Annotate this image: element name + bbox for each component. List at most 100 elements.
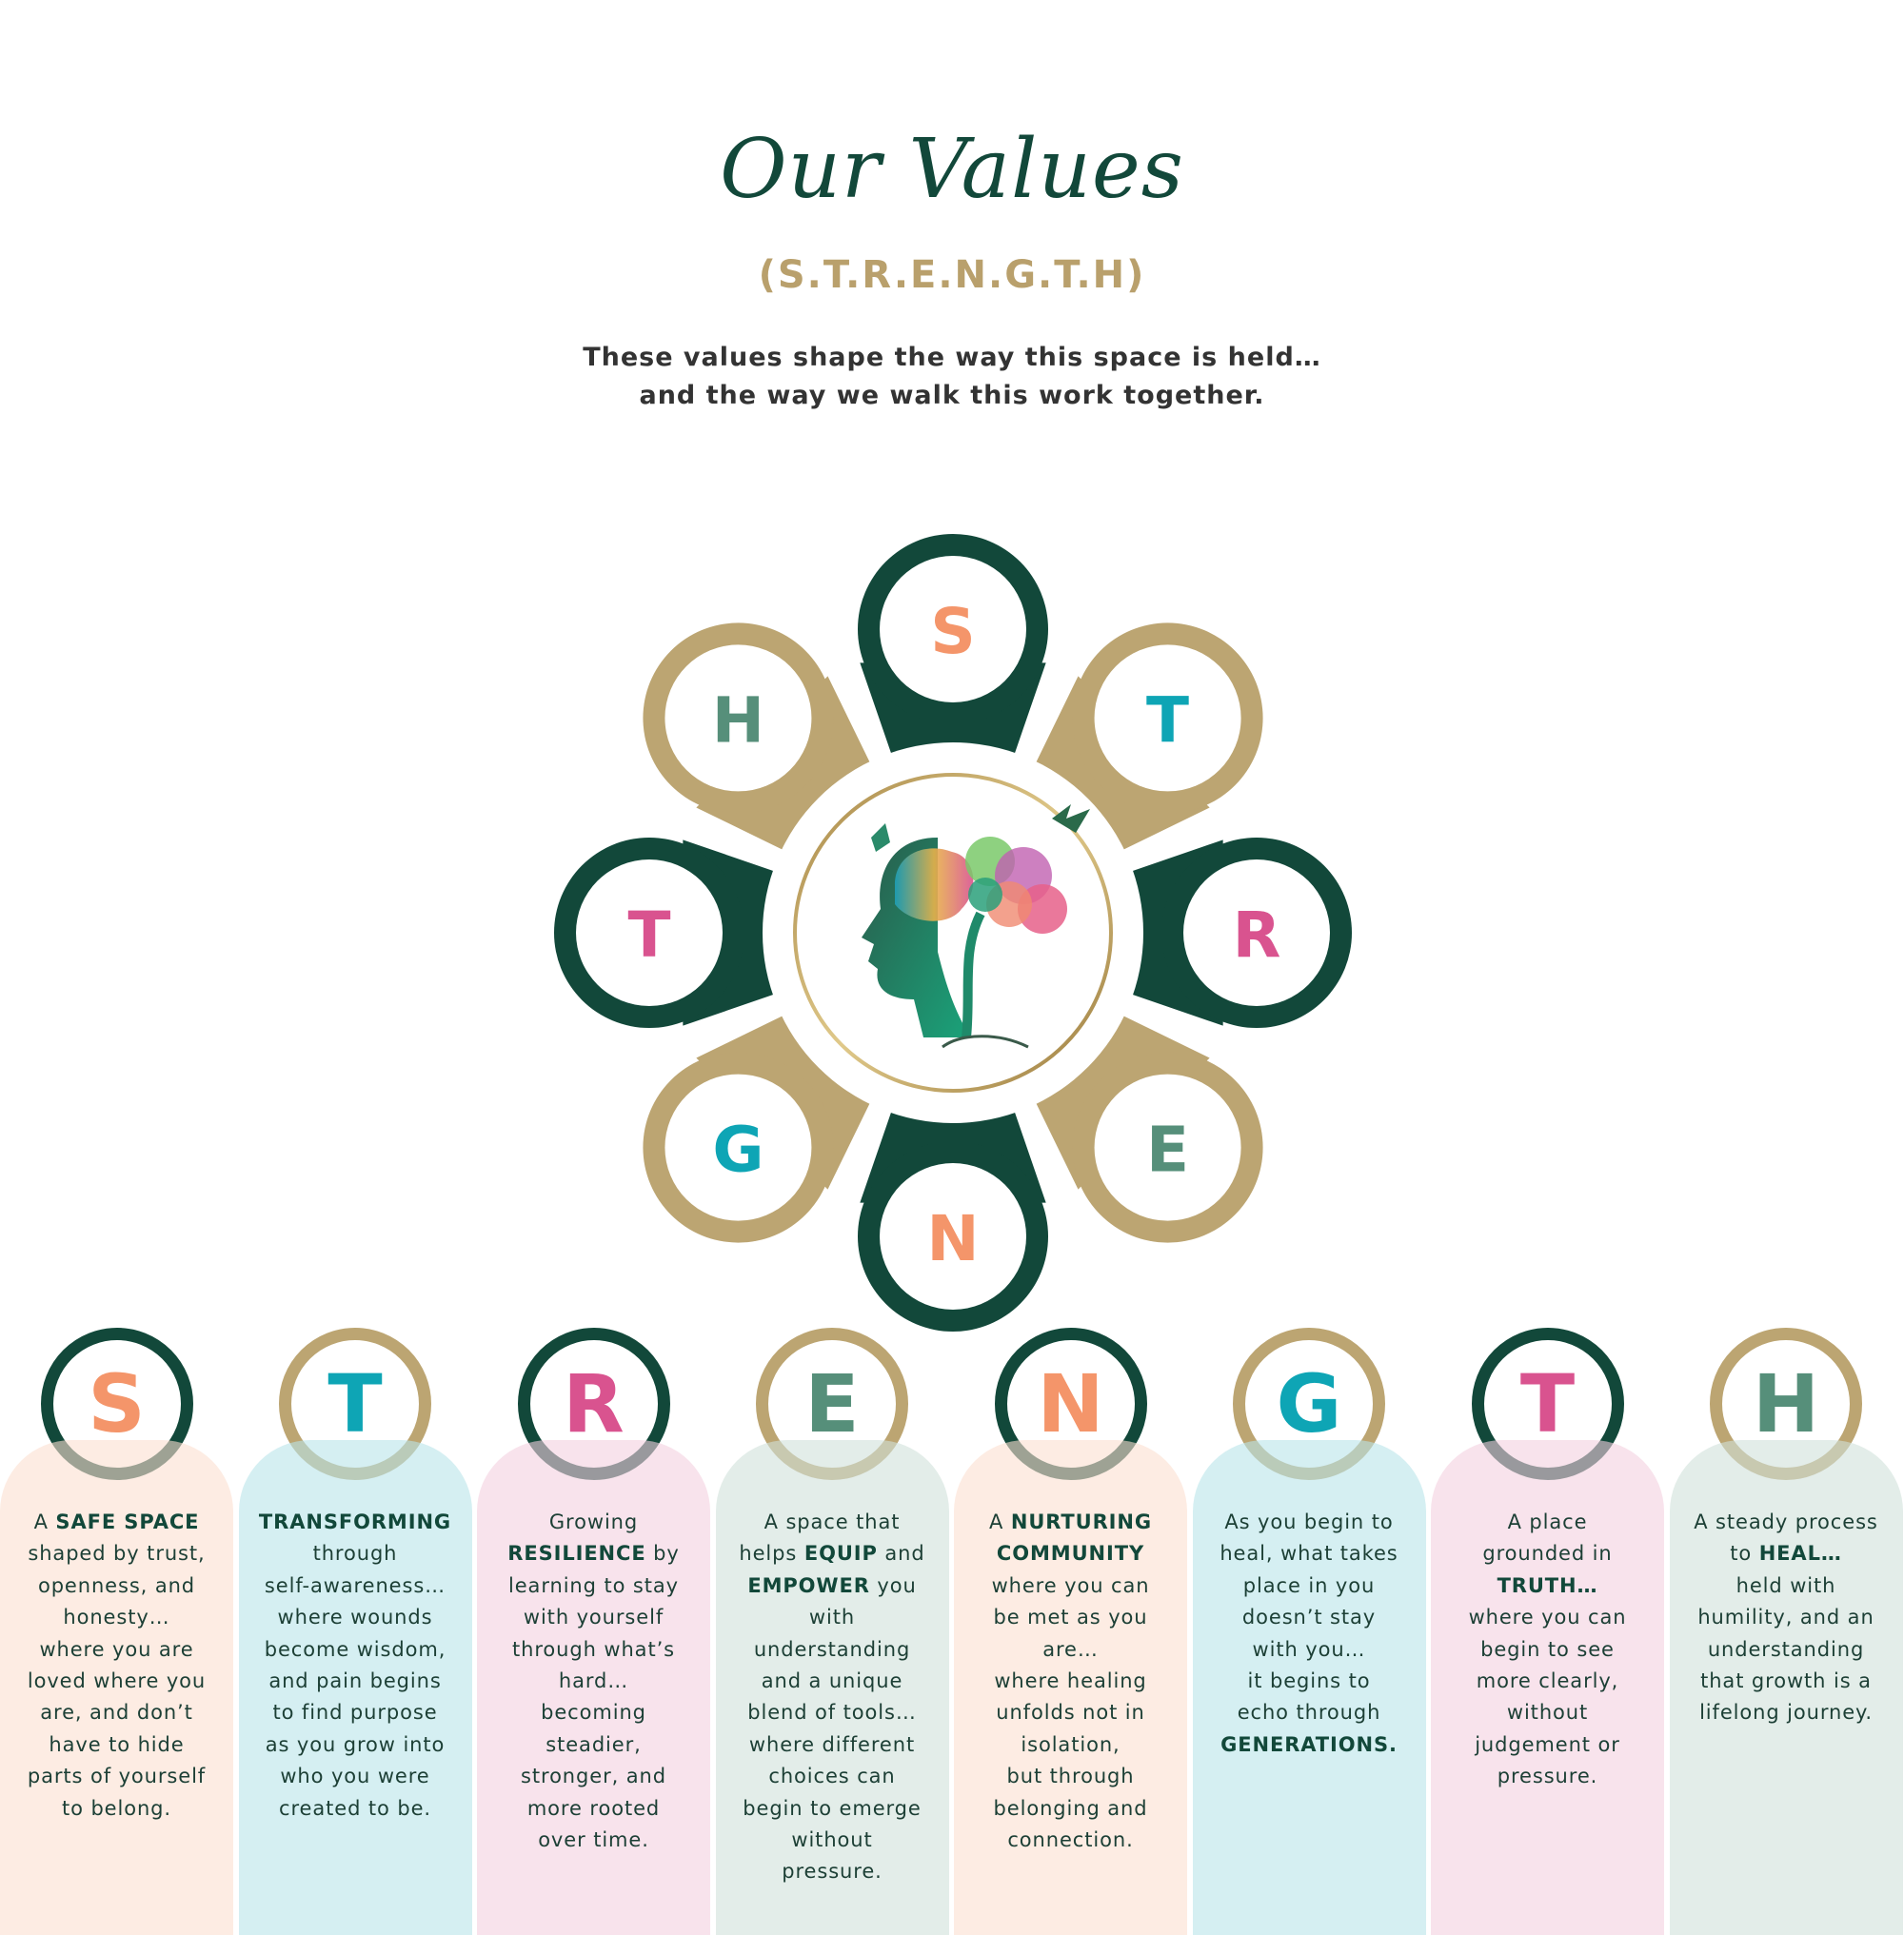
text-segment: and a unique	[761, 1669, 903, 1693]
card-text-line: but through	[954, 1761, 1187, 1792]
text-segment: begin to see	[1480, 1637, 1615, 1661]
card-text-line: where you can	[1431, 1602, 1664, 1633]
card-text-line: learning to stay	[477, 1570, 710, 1602]
text-segment: isolation,	[1021, 1732, 1121, 1756]
card-text-line: connection.	[954, 1825, 1187, 1856]
card-text-line: over time.	[477, 1825, 710, 1856]
card-text-line: and pain begins	[239, 1666, 472, 1697]
card-text-line: where you can	[954, 1570, 1187, 1602]
text-segment: connection.	[1007, 1828, 1134, 1852]
card-text-line: to HEAL…	[1670, 1538, 1903, 1570]
card-text-line: echo through	[1193, 1697, 1426, 1728]
text-segment: helps	[739, 1542, 804, 1566]
badge-letter: E	[804, 1357, 860, 1451]
text-segment: be met as you	[993, 1606, 1148, 1629]
card-text-line: and a unique	[716, 1666, 949, 1697]
text-segment: openness, and	[37, 1573, 196, 1597]
text-segment: A	[33, 1510, 56, 1533]
card-text-line: A place	[1431, 1507, 1664, 1538]
card-text-line: As you begin to	[1193, 1507, 1426, 1538]
card-text-line: that growth is a	[1670, 1666, 1903, 1697]
wheel-letter: E	[1146, 1114, 1189, 1187]
badge-letter: T	[327, 1357, 383, 1451]
wheel-letter: G	[712, 1114, 764, 1187]
card-text-line: GENERATIONS.	[1193, 1729, 1426, 1761]
card-text-line: hard…	[477, 1666, 710, 1697]
card-text-line: blend of tools…	[716, 1697, 949, 1728]
text-segment: to belong.	[61, 1796, 171, 1820]
text-segment: A	[989, 1510, 1011, 1533]
card-text-line: choices can	[716, 1761, 949, 1792]
text-segment: to	[1730, 1542, 1759, 1566]
wheel-letter: T	[1146, 683, 1189, 757]
card-text-line: where different	[716, 1729, 949, 1761]
text-segment: A space that	[764, 1510, 901, 1533]
text-segment: where different	[748, 1732, 916, 1756]
badge-letter: R	[563, 1357, 625, 1451]
card-text-line: it begins to	[1193, 1666, 1426, 1697]
card-text-line: without	[716, 1825, 949, 1856]
page-title: Our Values	[720, 122, 1184, 217]
badge-letter: T	[1519, 1357, 1576, 1451]
text-segment: loved where you	[27, 1669, 207, 1693]
text-segment: are…	[1042, 1637, 1099, 1661]
card-text-line: humility, and an	[1670, 1602, 1903, 1633]
wheel-letter: S	[930, 595, 976, 668]
card-text-line: helps EQUIP and	[716, 1538, 949, 1570]
card-text-line: pressure.	[716, 1856, 949, 1887]
card-text-line: heal, what takes	[1193, 1538, 1426, 1570]
value-keyword: TRANSFORMING	[258, 1510, 452, 1533]
value-card: A NURTURING COMMUNITY where you can be met …	[954, 1440, 1187, 1935]
card-text-line: with	[716, 1602, 949, 1633]
text-segment: stronger, and	[521, 1765, 666, 1788]
text-segment: with you…	[1252, 1637, 1366, 1661]
text-segment: lifelong journey.	[1699, 1701, 1873, 1725]
card-text-line: loved where you	[0, 1666, 233, 1697]
card-text-line: TRUTH…	[1431, 1570, 1664, 1602]
badge-letter: H	[1752, 1357, 1820, 1451]
card-text-line: honesty…	[0, 1602, 233, 1633]
card-text-line: created to be.	[239, 1793, 472, 1825]
text-segment: blend of tools…	[747, 1701, 917, 1725]
text-segment: self-awareness…	[264, 1573, 446, 1597]
text-segment: without	[1506, 1701, 1589, 1725]
card-text-line: A SAFE SPACE	[0, 1507, 233, 1538]
wheel-letter: H	[712, 683, 764, 757]
card-text-line: understanding	[716, 1634, 949, 1666]
card-text-line: A steady process	[1670, 1507, 1903, 1538]
wheel-petal-t: T	[554, 838, 953, 1028]
text-segment: over time.	[538, 1828, 649, 1852]
description-line: and the way we walk this work together.	[639, 381, 1265, 410]
text-segment: by	[645, 1542, 680, 1566]
text-segment: without	[791, 1828, 873, 1852]
wheel-center	[763, 742, 1143, 1123]
text-segment: hard…	[558, 1669, 629, 1693]
card-text-line: become wisdom,	[239, 1634, 472, 1666]
description-line: These values shape the way this space is…	[583, 343, 1321, 372]
card-text-line: with yourself	[477, 1602, 710, 1633]
value-keyword: COMMUNITY	[996, 1542, 1145, 1566]
text-segment: understanding	[753, 1637, 911, 1661]
value-keyword: RESILIENCE	[507, 1542, 646, 1566]
text-segment: belonging and	[993, 1796, 1148, 1820]
page-subtitle: (S.T.R.E.N.G.T.H)	[758, 253, 1146, 297]
card-text-line: held with	[1670, 1570, 1903, 1602]
card-text-line: without	[1431, 1697, 1664, 1728]
badge-letter: G	[1276, 1357, 1342, 1451]
card-text-line: through what’s	[477, 1634, 710, 1666]
value-column-t: T A place grounded in TRUTH…where you can be…	[1431, 1323, 1664, 1935]
text-segment: who you were	[280, 1765, 430, 1788]
card-text-line: self-awareness…	[239, 1570, 472, 1602]
text-segment: grounded in	[1482, 1542, 1613, 1566]
text-segment: but through	[1006, 1765, 1135, 1788]
card-text-line: where you are	[0, 1634, 233, 1666]
card-text-line: A NURTURING	[954, 1507, 1187, 1538]
card-text-line: steadier,	[477, 1729, 710, 1761]
text-segment: through what’s	[512, 1637, 675, 1661]
